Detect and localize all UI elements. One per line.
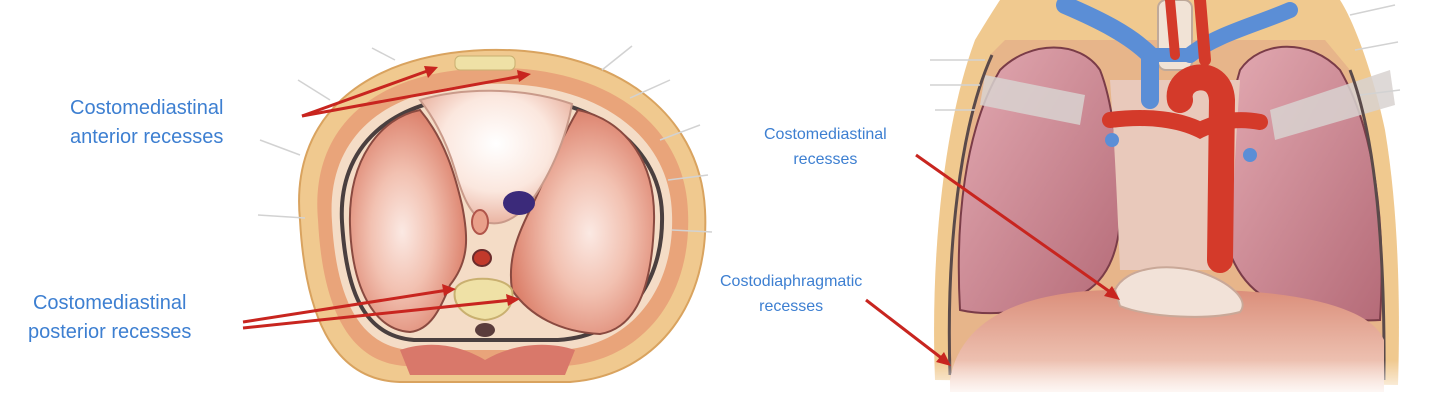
pericardium-base [1113, 266, 1244, 318]
arrow-anterior-1 [301, 66, 438, 118]
label-costomediastinal-anterior: Costomediastinal anterior recesses [70, 94, 223, 152]
label-line: Costomediastinal [70, 97, 224, 119]
label-line: Costomediastinal [764, 126, 887, 143]
sternum [454, 55, 516, 71]
arrow-coronal-costodiaphragmatic [865, 298, 951, 366]
right-lung [509, 108, 656, 336]
pulmonary-vein-left [1105, 133, 1119, 147]
great-arteries [1102, 0, 1268, 273]
label-line: recesses [759, 297, 824, 315]
vertebra [453, 277, 514, 322]
back-muscles [400, 344, 575, 375]
coronal-leader-lines [930, 4, 1401, 111]
arrow-coronal-costomediastinal [915, 153, 1120, 300]
retracted-pleura-left [980, 75, 1085, 125]
arrows [242, 66, 1120, 366]
arrow-posterior-1 [242, 284, 456, 324]
coronal-section [930, 0, 1405, 400]
label-line: anterior recesses [70, 126, 224, 148]
azygos-vessel [472, 249, 492, 267]
arrow-anterior-2 [301, 70, 531, 118]
coronal-pleural-outline [947, 54, 1386, 381]
retracted-pleura-right [1270, 70, 1395, 140]
arrow-posterior-2 [242, 294, 520, 330]
esophagus [471, 209, 489, 235]
label-line: posterior recesses [28, 321, 192, 343]
label-coronal-costomediastinal: Costomediastinal recesses [764, 123, 887, 173]
leader-lines [257, 45, 713, 233]
label-line: Costomediastinal [32, 292, 187, 314]
label-line: Costodiaphragmatic [720, 273, 863, 290]
pulmonary-vein-right [1243, 148, 1257, 162]
bottom-fade [930, 360, 1405, 400]
label-costomediastinal-posterior: Costomediastinal posterior recesses [28, 289, 191, 347]
axial-section [257, 45, 713, 383]
pleural-outline [339, 92, 665, 342]
spinal-canal [475, 323, 495, 337]
left-lung [348, 108, 468, 334]
descending-aorta [503, 191, 535, 215]
label-line: recesses [793, 150, 858, 168]
label-costodiaphragmatic: Costodiaphragmatic recesses [720, 270, 862, 320]
